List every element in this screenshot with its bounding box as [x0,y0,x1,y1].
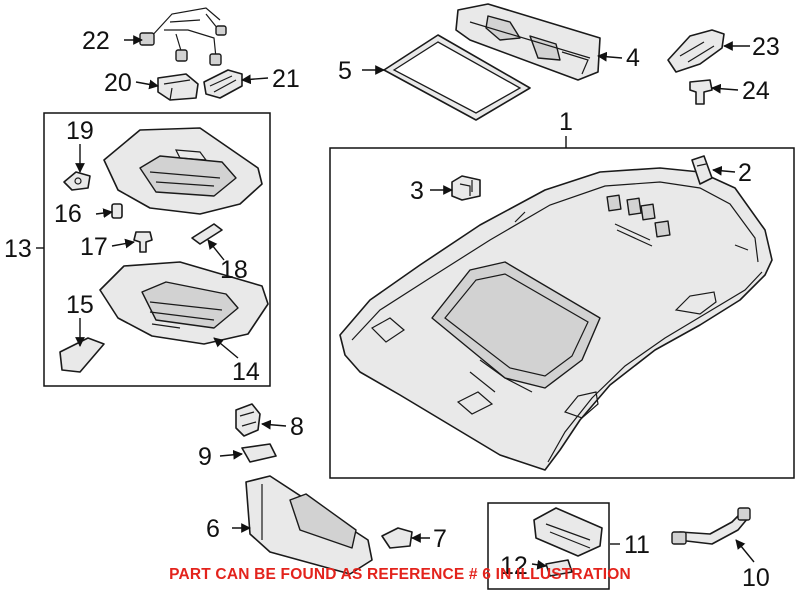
part-reference-note: PART CAN BE FOUND AS REFERENCE # 6 IN IL… [169,566,631,583]
part-lamp-11 [533,507,603,557]
ref-number-17: 17 [80,233,108,261]
ref-number-16: 16 [54,200,82,228]
ref-number-9: 9 [198,443,212,471]
part-lamp-20 [157,73,199,101]
ref-number-12: 12 [500,552,528,580]
leader-lines [36,35,755,570]
ref-number-21: 21 [272,65,300,93]
part-visor-clip-7 [381,527,413,549]
part-fastener-24 [689,79,713,105]
part-console-lower-14 [99,261,269,345]
part-bulb-18 [191,223,223,245]
part-clip-8 [235,403,261,437]
ref-number-13: 13 [4,235,32,263]
part-sun-visor-6 [245,475,373,575]
ref-number-4: 4 [626,44,640,72]
ref-number-22: 22 [82,27,110,55]
part-console-upper [103,127,263,215]
part-clip-2 [691,155,713,185]
part-grab-handle-10 [671,507,751,545]
group-box-11 [487,502,610,590]
part-button-17 [133,231,153,253]
part-plug-16 [111,203,123,219]
ref-number-20: 20 [104,69,132,97]
part-bracket-3 [451,175,481,201]
part-bracket-19 [63,171,91,191]
part-cover-9 [241,443,277,463]
ref-number-8: 8 [290,413,304,441]
part-bulb-12 [545,559,573,577]
part-sunroof-frame-5 [383,34,531,121]
part-roof-panel-4 [455,3,601,81]
part-headliner [339,167,773,471]
part-wiring-harness-22 [139,7,227,66]
ref-number-6: 6 [206,515,220,543]
ref-number-15: 15 [66,291,94,319]
group-box-13 [43,112,271,387]
part-cover-15 [59,337,105,373]
ref-number-19: 19 [66,117,94,145]
ref-number-7: 7 [433,525,447,553]
ref-number-2: 2 [738,159,752,187]
ref-number-18: 18 [220,256,248,284]
part-lamp-21 [203,69,243,99]
part-mount-23 [667,29,725,73]
ref-number-24: 24 [742,77,770,105]
ref-number-10: 10 [742,564,770,592]
ref-number-1: 1 [559,108,573,136]
ref-number-3: 3 [410,177,424,205]
ref-number-11: 11 [624,531,650,559]
ref-number-5: 5 [338,57,352,85]
ref-number-23: 23 [752,33,780,61]
group-box-1 [329,147,795,479]
ref-number-14: 14 [232,358,260,386]
